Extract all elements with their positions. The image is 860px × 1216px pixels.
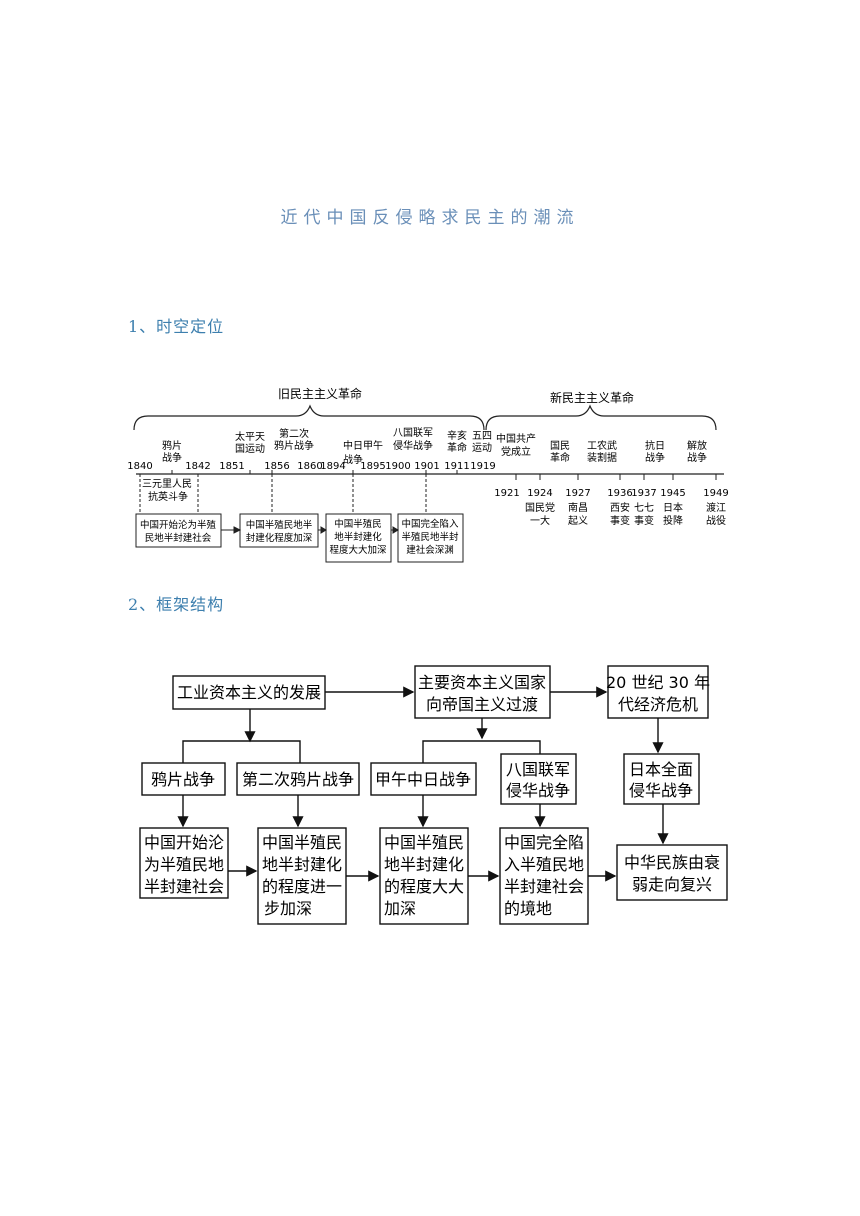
text-imperialism: 主要资本主义国家向帝国主义过渡 xyxy=(418,673,546,714)
year-1842: 1842 xyxy=(185,461,210,472)
text-industrial: 工业资本主义的发展 xyxy=(177,683,321,702)
year-1895: 1895 xyxy=(360,461,385,472)
text-outcome-1: 中国开始沦为半殖民地半封建社会 xyxy=(144,833,224,896)
year-1900: 1900 xyxy=(385,461,410,472)
year-1860: 1860 xyxy=(297,461,322,472)
event-xian: 西安事变 xyxy=(610,501,630,527)
event-july7: 七七事变 xyxy=(634,502,654,527)
event-sino-japanese-war: 中日甲午战争 xyxy=(343,439,383,466)
new-revolution-label: 新民主主义革命 xyxy=(550,390,634,405)
event-anti-japanese-war: 抗日战争 xyxy=(645,439,665,464)
page-title: 近代中国反侵略求民主的潮流 xyxy=(280,208,580,228)
event-nanchang: 南昌起义 xyxy=(568,501,588,527)
text-outcome-2: 中国半殖民地半封建化的程度进一步加深 xyxy=(262,833,342,918)
year-1924: 1924 xyxy=(527,488,552,499)
timeline-diagram: 旧民主主义革命 新民主主义革命 鸦片战争 太平天国运动 第二次鸦片战争 中日甲午… xyxy=(127,386,729,563)
event-opium-war-1: 鸦片战争 xyxy=(162,439,182,464)
stage-box-3 xyxy=(325,513,392,563)
stage-text-1: 中国开始沦为半殖民地半封建社会 xyxy=(140,519,217,544)
text-sino-japanese-war: 甲午中日战争 xyxy=(375,770,471,789)
year-1921: 1921 xyxy=(494,488,519,499)
text-crisis: 20 世纪 30 年代经济危机 xyxy=(606,673,710,714)
new-revolution-brace xyxy=(485,404,717,431)
event-sanyuanli: 三元里人民抗英斗争 xyxy=(142,478,192,503)
text-japan-invasion: 日本全面侵华战争 xyxy=(629,760,693,800)
event-cpc-founded: 中国共产党成立 xyxy=(496,432,536,458)
stage-box-4 xyxy=(397,513,464,563)
text-eight-nation: 八国联军侵华战争 xyxy=(506,760,570,800)
event-may-fourth: 五四运动 xyxy=(472,431,492,454)
old-revolution-brace xyxy=(133,404,485,431)
event-liberation-war: 解放战争 xyxy=(687,439,707,464)
event-xinhai: 辛亥革命 xyxy=(447,429,467,454)
event-armed-separatism: 工农武装割据 xyxy=(587,439,617,464)
box-outcome-3 xyxy=(379,827,469,925)
box-japan-invasion xyxy=(623,753,700,805)
box-outcome-2 xyxy=(257,827,347,925)
box-outcome-4 xyxy=(499,827,589,925)
event-opium-war-2: 第二次鸦片战争 xyxy=(274,427,314,452)
section-heading-timeline: 1、时空定位 xyxy=(128,317,225,336)
year-1936: 1936 xyxy=(607,488,632,499)
stage-text-4: 中国完全陷入半殖民地半封建社会深渊 xyxy=(401,518,459,556)
framework-diagram: 工业资本主义的发展 主要资本主义国家向帝国主义过渡 20 世纪 30 年代经济危… xyxy=(139,665,728,925)
text-opium-war-2: 第二次鸦片战争 xyxy=(242,770,354,789)
box-crisis xyxy=(607,665,709,719)
year-1851: 1851 xyxy=(219,461,244,472)
event-yangtze-crossing: 渡江战役 xyxy=(706,501,726,527)
year-1901: 1901 xyxy=(414,461,439,472)
text-outcome-4: 中国完全陷入半殖民地半封建社会的境地 xyxy=(504,833,584,918)
year-1937: 1937 xyxy=(631,488,656,499)
stage-text-2: 中国半殖民地半封建化程度加深 xyxy=(246,519,313,544)
stage-box-1 xyxy=(135,513,222,548)
text-outcome-3: 中国半殖民地半封建化的程度大大加深 xyxy=(384,833,464,918)
text-outcome-5: 中华民族由衰弱走向复兴 xyxy=(624,853,720,894)
year-1856: 1856 xyxy=(264,461,289,472)
year-1949: 1949 xyxy=(703,488,728,499)
event-taiping: 太平天国运动 xyxy=(235,430,265,455)
year-1894: 1894 xyxy=(320,461,345,472)
event-eight-nation: 八国联军侵华战争 xyxy=(393,427,433,452)
year-1919: 1919 xyxy=(470,461,495,472)
box-outcome-5 xyxy=(616,844,728,901)
event-kmt-congress: 国民党一大 xyxy=(525,501,555,527)
old-revolution-label: 旧民主主义革命 xyxy=(278,386,362,401)
box-outcome-1 xyxy=(139,827,229,899)
section-heading-framework: 2、框架结构 xyxy=(128,595,225,614)
box-industrial xyxy=(172,675,326,710)
year-1840: 1840 xyxy=(127,461,152,472)
event-national-revolution: 国民革命 xyxy=(550,440,570,464)
year-1927: 1927 xyxy=(565,488,590,499)
year-1911: 1911 xyxy=(444,461,469,472)
box-sino-japanese-war xyxy=(370,762,477,796)
stage-text-3: 中国半殖民地半封建化程度大大加深 xyxy=(329,518,387,556)
text-opium-war: 鸦片战争 xyxy=(151,770,215,789)
event-japan-surrender: 日本投降 xyxy=(663,501,683,527)
box-eight-nation xyxy=(500,753,577,805)
stage-box-2 xyxy=(239,513,319,548)
box-opium-war-2 xyxy=(236,762,360,796)
year-1945: 1945 xyxy=(660,488,685,499)
